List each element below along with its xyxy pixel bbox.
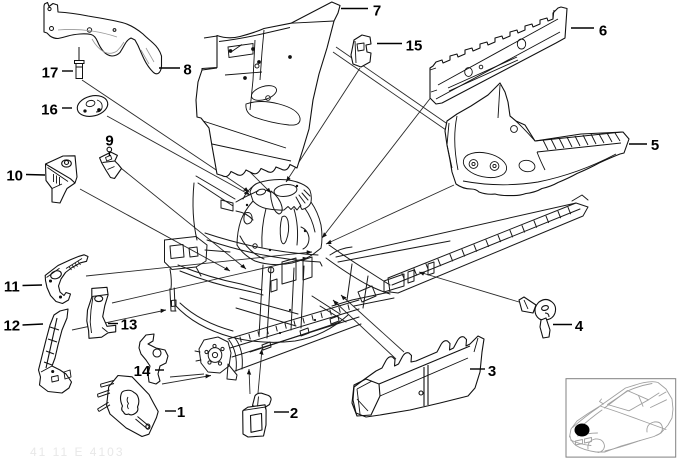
svg-text:1: 1: [177, 404, 185, 421]
svg-text:17: 17: [42, 65, 59, 82]
svg-text:13: 13: [121, 317, 138, 334]
svg-text:12: 12: [3, 318, 20, 335]
svg-text:14: 14: [134, 363, 151, 380]
svg-text:41 11 E 4103: 41 11 E 4103: [30, 445, 125, 459]
svg-text:2: 2: [290, 405, 298, 422]
svg-text:10: 10: [6, 168, 23, 185]
svg-text:8: 8: [183, 62, 191, 79]
svg-text:9: 9: [105, 133, 113, 150]
svg-text:16: 16: [41, 102, 58, 119]
svg-text:7: 7: [373, 3, 381, 20]
svg-text:6: 6: [599, 23, 607, 40]
svg-text:3: 3: [488, 363, 496, 380]
svg-text:5: 5: [651, 137, 659, 154]
svg-text:11: 11: [4, 279, 20, 296]
svg-text:4: 4: [575, 318, 584, 335]
svg-text:15: 15: [406, 38, 423, 55]
